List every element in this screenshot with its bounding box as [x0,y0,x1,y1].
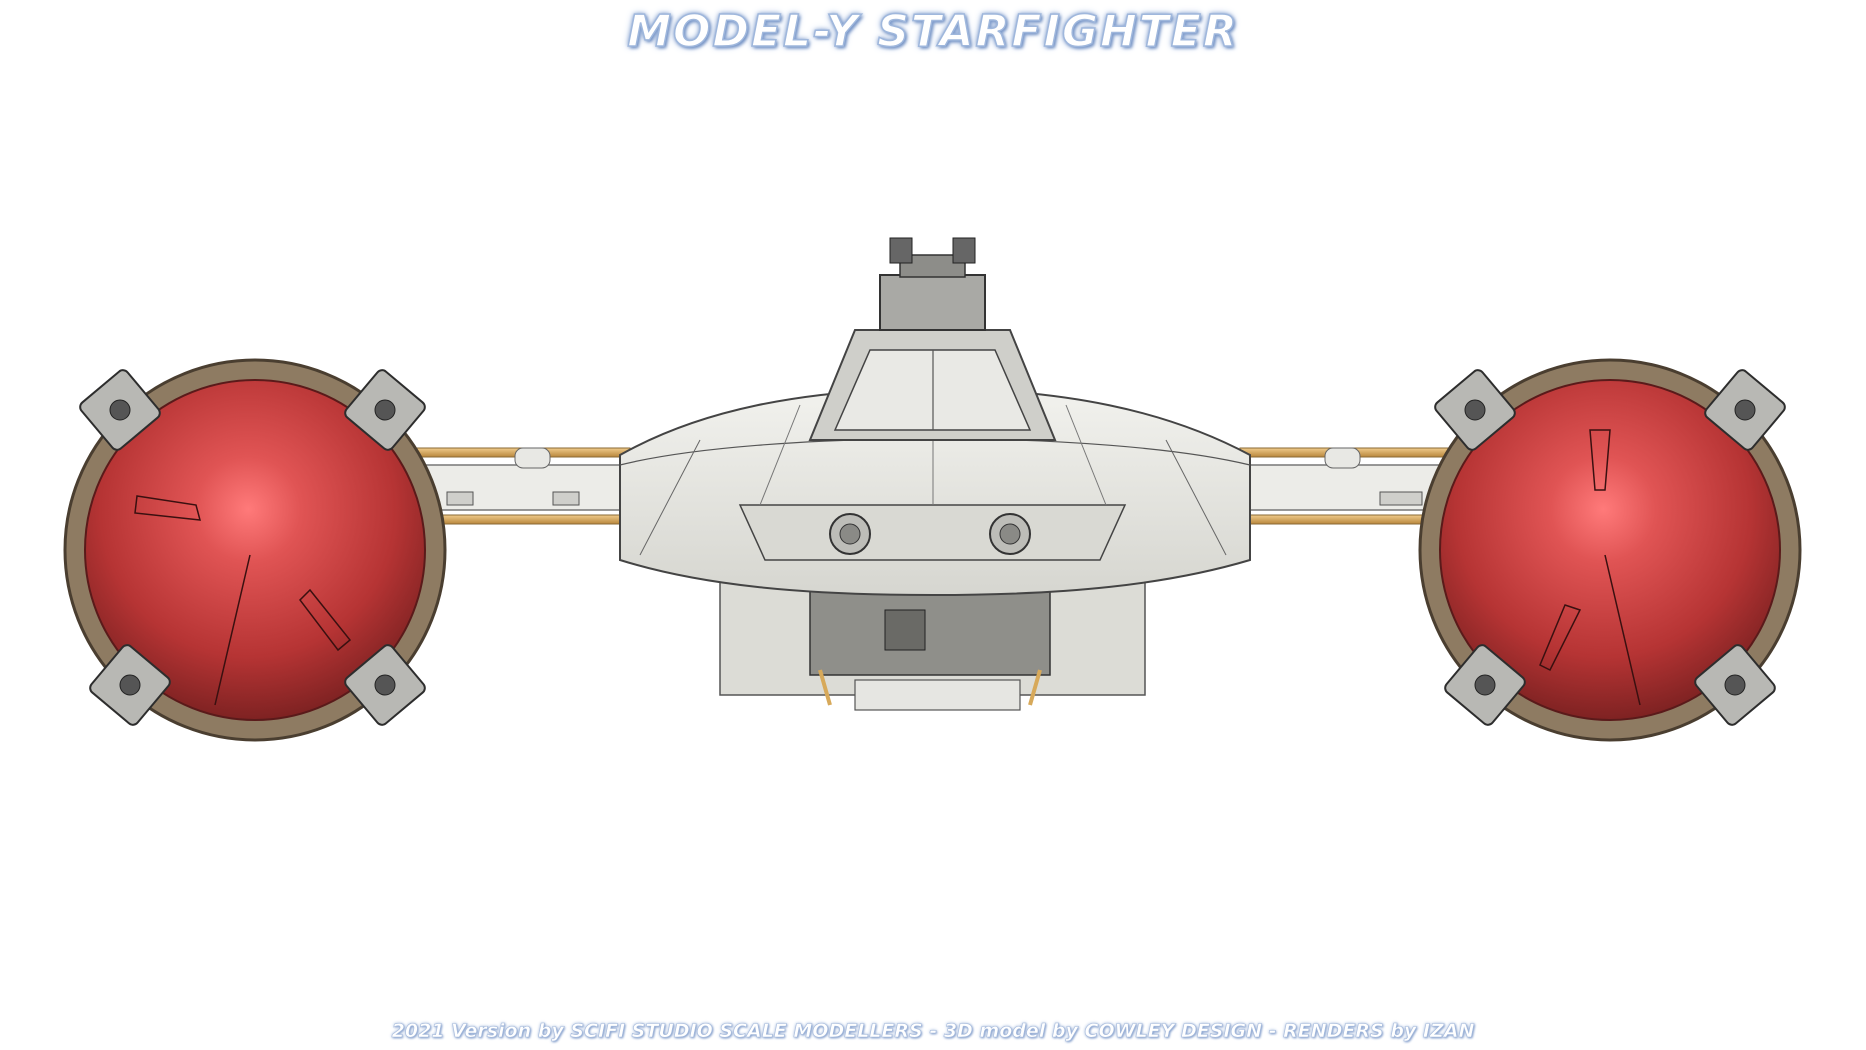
main-hull [619,386,1251,597]
engine-right [1418,358,1802,742]
engine-left [63,358,447,742]
lower-body [719,574,1146,711]
credits-caption: 2021 Version by SCIFI STUDIO SCALE MODEL… [391,1020,1475,1043]
cockpit [808,237,1057,441]
strut-right [1239,447,1511,525]
page-title: MODEL-Y STARFIGHTER [626,5,1239,58]
